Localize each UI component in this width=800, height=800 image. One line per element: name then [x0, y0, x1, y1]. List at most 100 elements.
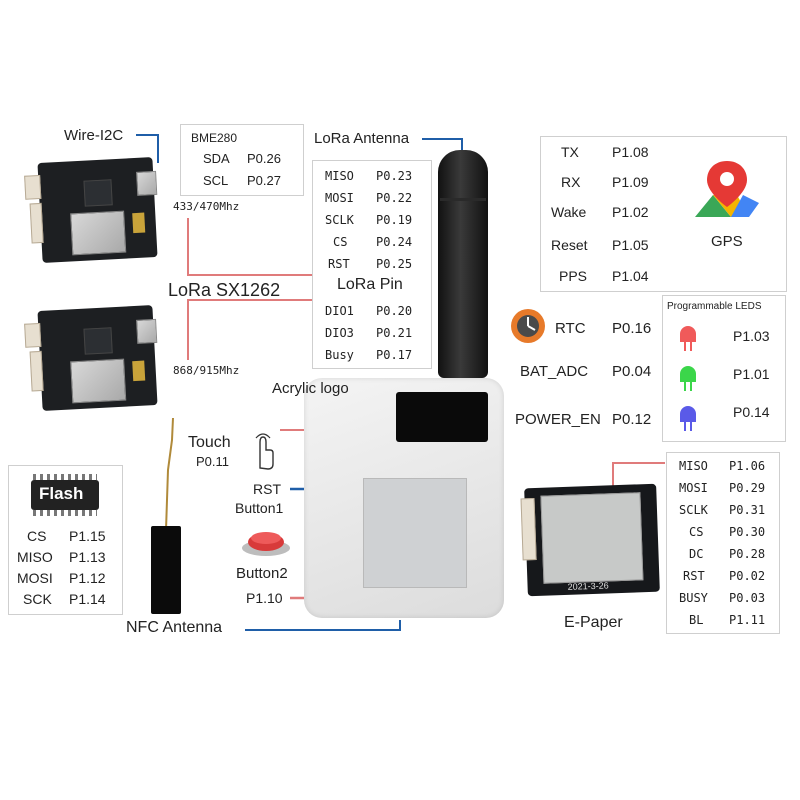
lora-pin-name: RST — [328, 257, 350, 271]
lora-pin-value: P0.21 — [376, 326, 413, 340]
gps-pin-name: Wake — [551, 204, 587, 220]
flash-pin-name: MISO — [17, 549, 53, 565]
gps-pin-name: Reset — [551, 237, 588, 253]
power-en-name: POWER_EN — [515, 411, 601, 428]
bme280-pin-name: SDA — [203, 151, 230, 166]
nfc-antenna-label: NFC Antenna — [126, 619, 223, 636]
freq-433-label: 433/470Mhz — [173, 200, 240, 213]
epaper-label: E-Paper — [564, 614, 623, 631]
lora-pin-name: Busy — [325, 348, 354, 362]
rst-button1-label: Button1 — [235, 500, 284, 516]
flash-pin-name: CS — [27, 528, 47, 544]
device-screen — [363, 478, 467, 588]
gps-pin-value: P1.08 — [612, 144, 649, 160]
leds-box: Programmable LEDS P1.03 P1.01 P0.14 — [662, 295, 786, 442]
green-led-icon — [680, 366, 696, 391]
bat-adc-value: P0.04 — [612, 363, 652, 380]
epaper-pin-name: BUSY — [679, 591, 708, 605]
nfc-wire — [165, 417, 174, 531]
flash-chip-icon: Flash — [31, 480, 99, 510]
red-button-icon[interactable] — [240, 524, 292, 558]
lora-pin-name: SCLK — [325, 213, 354, 227]
gps-pin-value: P1.05 — [612, 237, 649, 253]
lora-bracket-bottom — [187, 299, 312, 360]
blue-led-icon — [680, 406, 696, 431]
mcu-chip — [83, 179, 113, 207]
epaper-pin-name: CS — [689, 525, 704, 539]
lora-pin-value: P0.20 — [376, 304, 413, 318]
gps-pin-value: P1.02 — [612, 204, 649, 220]
lora-pin-value: P0.22 — [376, 191, 413, 205]
wire-i2c-label: Wire-I2C — [64, 127, 124, 144]
lora-pin-value: P0.24 — [376, 235, 413, 249]
lora-pin-value: P0.19 — [376, 213, 413, 227]
lora-board-433 — [24, 157, 158, 263]
flash-pin-value: P1.12 — [69, 570, 106, 586]
lora-pin-name: CS — [333, 235, 348, 249]
gps-pin-value: P1.09 — [612, 174, 649, 190]
antenna-ridge — [440, 198, 486, 201]
freq-868-label: 868/915Mhz — [173, 364, 240, 377]
touch-hand-icon — [255, 433, 274, 470]
lora-pin-name: MOSI — [325, 191, 354, 205]
rtc-value: P0.16 — [612, 320, 652, 337]
epaper-pin-name: RST — [683, 569, 705, 583]
lora-antenna-label: LoRa Antenna — [314, 130, 410, 147]
flash-pin-name: MOSI — [17, 570, 53, 586]
gps-box: TX P1.08 RX P1.09 Wake P1.02 Reset P1.05… — [540, 136, 787, 292]
epaper-board: 2021-3-26 — [520, 483, 660, 597]
flash-pin-name: SCK — [23, 591, 52, 607]
nfc-antenna-patch — [151, 526, 181, 614]
gps-pin-name: RX — [561, 174, 581, 190]
gps-pin-value: P1.04 — [612, 268, 649, 284]
nfc-leader — [245, 620, 401, 631]
connector — [24, 174, 42, 200]
lora-shield — [70, 358, 127, 404]
epaper-pin-value: P0.02 — [729, 569, 766, 583]
smd-part — [132, 212, 146, 234]
rst-label: RST — [253, 481, 281, 497]
epaper-pin-value: P0.30 — [729, 525, 766, 539]
lora-shield — [70, 210, 127, 256]
bme280-box: BME280 SDA P0.26 SCL P0.27 — [180, 124, 304, 196]
epaper-pin-value: P0.31 — [729, 503, 766, 517]
wire-i2c-leader — [136, 134, 159, 163]
epaper-pin-value: P1.11 — [729, 613, 766, 627]
lora-board-868 — [24, 305, 158, 411]
chip-pins-bottom — [33, 510, 97, 516]
gps-map-icon — [695, 161, 759, 217]
lora-pin-box: MISO P0.23 MOSI P0.22 SCLK P0.19 CS P0.2… — [312, 160, 432, 369]
bme280-title: BME280 — [191, 131, 238, 145]
lora-pin-value: P0.25 — [376, 257, 413, 271]
lora-sx1262-label: LoRa SX1262 — [168, 280, 281, 300]
led-value: P0.14 — [733, 404, 770, 420]
connector — [24, 322, 42, 348]
lora-pin-name: MISO — [325, 169, 354, 183]
epaper-pin-name: MOSI — [679, 481, 708, 495]
touch-label: Touch — [188, 434, 231, 451]
epaper-pin-box: MISO P1.06 MOSI P0.29 SCLK P0.31 CS P0.3… — [666, 452, 780, 634]
touch-pin-value: P0.11 — [196, 454, 230, 469]
led-value: P1.01 — [733, 366, 770, 382]
lora-antenna-leader — [422, 138, 463, 152]
gps-label: GPS — [711, 233, 743, 250]
flash-chip-label: Flash — [39, 484, 84, 503]
connector — [29, 350, 44, 392]
lora-bracket-top — [187, 218, 312, 276]
epaper-pin-value: P1.06 — [729, 459, 766, 473]
bme280-pin-value: P0.27 — [247, 173, 281, 188]
lora-pin-value: P0.17 — [376, 348, 413, 362]
bat-adc-name: BAT_ADC — [520, 363, 589, 380]
rtc-clock-icon — [511, 309, 545, 343]
leds-title: Programmable LEDS — [667, 301, 762, 312]
lora-antenna-icon — [438, 150, 488, 378]
epaper-pin-name: SCLK — [679, 503, 708, 517]
epaper-pin-value: P0.29 — [729, 481, 766, 495]
lora-pin-name: DIO3 — [325, 326, 354, 340]
epaper-connector — [520, 497, 537, 561]
chip-pins-top — [33, 474, 97, 480]
lora-pin-value: P0.23 — [376, 169, 413, 183]
epaper-board-text: 2021-3-26 — [567, 580, 609, 592]
gps-pin-name: PPS — [559, 268, 588, 284]
flash-pin-value: P1.13 — [69, 549, 106, 565]
